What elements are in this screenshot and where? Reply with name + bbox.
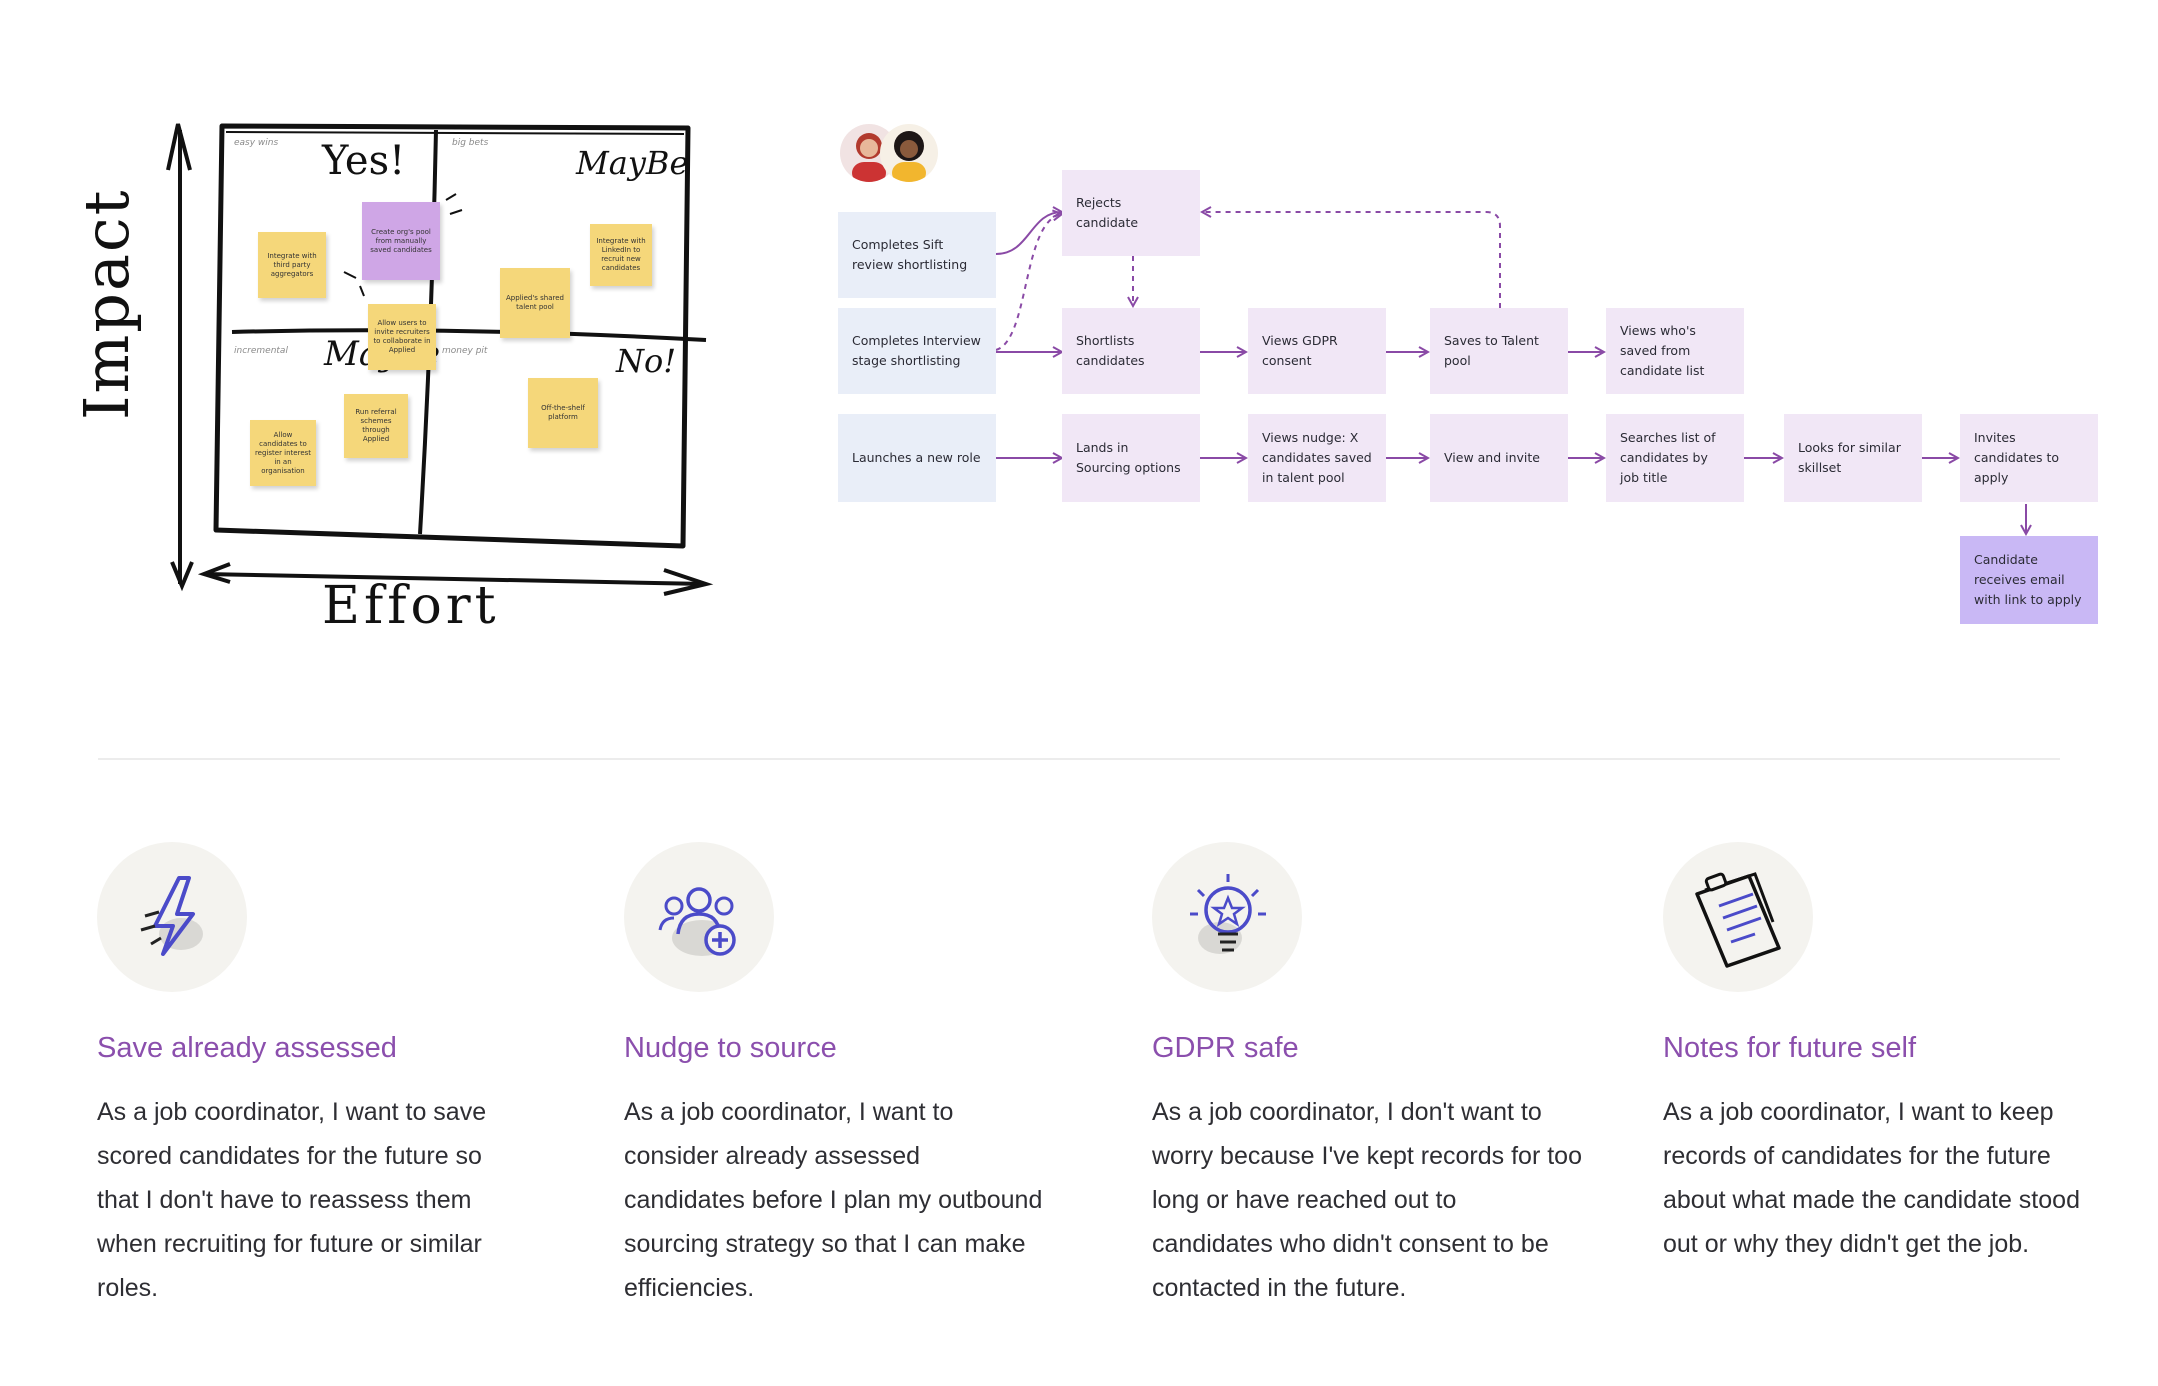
person-avatar-icon [892,131,926,182]
flow-step-saves-talent-pool: Saves to Talent pool [1430,308,1568,394]
flow-step-candidate-email: Candidate receives email with link to ap… [1960,536,2098,624]
flow-step-launches-role: Launches a new role [838,414,996,502]
flow-step-view-invite: View and invite [1430,414,1568,502]
handwritten-no: No! [616,342,677,380]
feature-description: As a job coordinator, I want to consider… [624,1098,1043,1302]
sticky-note: Allow users to invite recruiters to coll… [368,304,436,370]
lightning-icon [140,876,203,956]
feature-icon-badge [624,842,774,992]
feature-icon-badge [1663,842,1813,992]
sticky-note: Integrate with third party aggregators [258,232,326,298]
quadrant-label-money-pit: money pit [442,346,488,356]
notes-icon [1695,872,1781,968]
feature-icon-badge [97,842,247,992]
avatar [880,124,938,182]
flow-step-completes-sift: Completes Sift review shortlisting [838,212,996,298]
quadrant-label-big-bets: big bets [452,138,489,148]
x-axis-label: Effort [322,576,500,636]
handwritten-yes: Yes! [322,138,406,184]
feature-description: As a job coordinator, I want to keep rec… [1663,1098,2080,1258]
flow-step-searches-list: Searches list of candidates by job title [1606,414,1744,502]
section-divider [98,758,2060,760]
lightbulb-icon [1190,874,1266,954]
feature-title: GDPR safe [1152,1032,1299,1064]
person-avatar-icon [852,133,886,182]
flow-step-invites: Invites candidates to apply [1960,414,2098,502]
flow-step-views-gdpr: Views GDPR consent [1248,308,1386,394]
matrix-sketch-lines [166,123,714,596]
handwritten-maybe-top: MayBe [576,144,689,182]
flow-step-views-nudge: Views nudge: X candidates saved in talen… [1248,414,1386,502]
flow-step-shortlists: Shortlists candidates [1062,308,1200,394]
flow-step-looks-similar: Looks for similar skillset [1784,414,1922,502]
flow-step-completes-interview: Completes Interview stage shortlisting [838,308,996,394]
sticky-note: Applied's shared talent pool [500,268,570,338]
feature-title: Save already assessed [97,1032,397,1064]
sticky-note: Off-the-shelf platform [528,378,598,448]
flow-step-rejects-candidate: Rejects candidate [1062,170,1200,256]
sticky-note: Integrate with LinkedIn to recruit new c… [590,224,652,286]
flow-connectors [995,0,2158,700]
feature-icon-badge [1152,842,1302,992]
quadrant-label-easy-wins: easy wins [234,138,279,148]
sticky-note: Allow candidates to register interest in… [250,420,316,486]
feature-description: As a job coordinator, I don't want to wo… [1152,1098,1582,1302]
users-add-icon [658,887,736,956]
impact-effort-matrix: easy wins big bets incremental money pit… [0,0,760,680]
feature-title: Notes for future self [1663,1032,1917,1064]
quadrant-label-incremental: incremental [234,346,288,356]
flow-step-views-whos-saved: Views who's saved from candidate list [1606,308,1744,394]
sticky-note: Create org's pool from manually saved ca… [362,202,440,280]
sticky-note: Run referral schemes through Applied [344,394,408,458]
feature-description: As a job coordinator, I want to save sco… [97,1098,487,1302]
feature-title: Nudge to source [624,1032,837,1064]
flow-step-lands-sourcing: Lands in Sourcing options [1062,414,1200,502]
